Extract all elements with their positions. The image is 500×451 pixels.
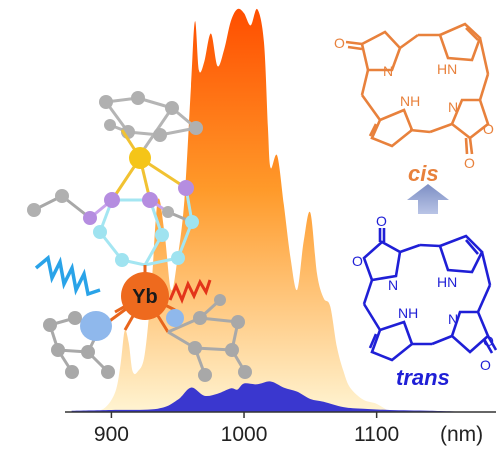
svg-text:N: N [448,311,458,327]
x-tick-label-900: 900 [94,423,129,446]
svg-text:N: N [448,99,458,115]
svg-text:O: O [480,357,491,373]
spectrum-chart: 900 1000 1100 (nm) [65,8,496,446]
blue-emission-area [71,381,470,412]
framework-atoms [27,147,199,267]
svg-text:O: O [483,333,494,349]
top-ring [104,96,197,156]
svg-text:HN: HN [437,61,457,77]
svg-text:O: O [483,121,494,137]
svg-text:NH: NH [398,305,418,321]
cis-atoms: O N HN NH N O O [334,35,494,171]
yb-complex: Yb [27,91,252,382]
svg-text:O: O [352,253,363,269]
cis-label: cis [408,161,439,186]
svg-text:N: N [383,63,393,79]
orange-emission-area [91,8,390,412]
svg-text:O: O [376,213,387,229]
svg-text:O: O [334,35,345,51]
trans-structure [362,228,498,362]
yb-atom [121,272,169,320]
x-tick-label-1100: 1100 [354,423,399,446]
cis-structure [345,22,490,155]
svg-text:O: O [464,155,475,171]
trans-label: trans [396,365,450,390]
svg-text:N: N [388,277,398,293]
yb-label: Yb [132,286,158,308]
isomerization-arrow [407,184,449,214]
svg-text:HN: HN [437,274,457,290]
blue-zigzag-excitation [34,254,101,297]
red-zigzag-emission [168,278,212,305]
x-axis-unit-label: (nm) [440,423,483,446]
x-axis-ticks: 900 1000 1100 [94,412,399,446]
trans-atoms: O O N HN NH N O O [352,213,494,373]
svg-text:NH: NH [400,93,420,109]
light-blue-atom [80,311,112,341]
x-tick-label-1000: 1000 [221,423,268,446]
top-ring-atoms [99,91,203,142]
